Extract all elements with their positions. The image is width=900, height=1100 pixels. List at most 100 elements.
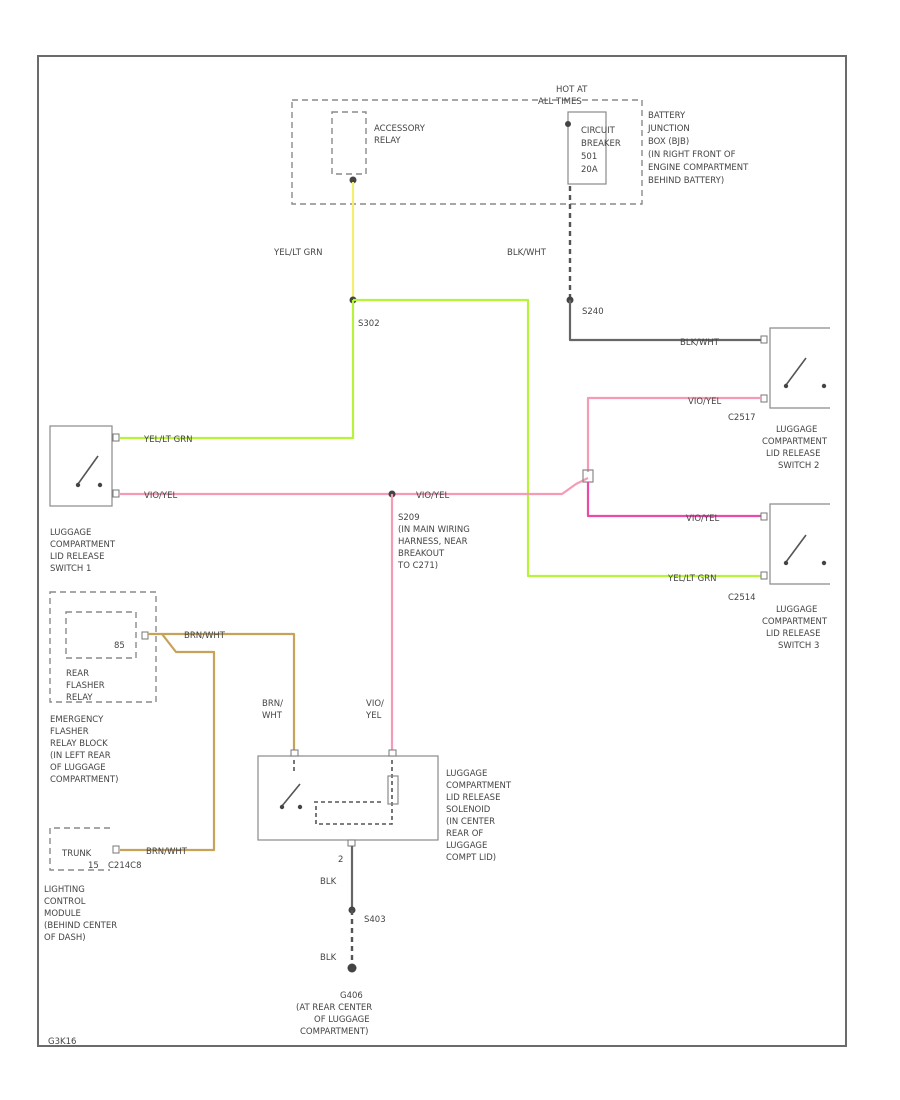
conn-c2517: C2517 (728, 413, 756, 423)
splice-s240-label: S240 (582, 307, 604, 317)
lcm-box (49, 827, 110, 871)
switch2-blade (785, 357, 807, 386)
solenoid-contact-a (279, 804, 285, 810)
switch2-terminal-top (760, 335, 768, 344)
solenoid-line2: COMPARTMENT (446, 781, 512, 791)
ground-line1: G406 (340, 991, 363, 1001)
ground-line2: (AT REAR CENTER (296, 1003, 372, 1013)
wire-label-brn-wht-relay: BRN/WHT (184, 631, 226, 641)
circuit-breaker-line3: 501 (581, 152, 597, 162)
rear-flasher-line3: RELAY (66, 693, 93, 703)
solenoid-line4: SOLENOID (446, 805, 491, 815)
switch2-box (769, 327, 830, 409)
hot-at-line1: HOT AT (556, 85, 588, 95)
circuit-breaker-line4: 20A (581, 165, 598, 175)
switch2-line4: SWITCH 2 (778, 461, 819, 471)
bjb-line2: JUNCTION (647, 124, 690, 134)
bjb-line6: BEHIND BATTERY) (648, 176, 724, 186)
wire-label-vio-yel-sw3: VIO/YEL (686, 514, 719, 524)
wire-label-blk-wht-sw2: BLK/WHT (680, 338, 720, 348)
wire-label-brn-left-2: WHT (262, 711, 283, 721)
wire-label-brn-wht-lcm: BRN/WHT (146, 847, 188, 857)
switch3-line2: COMPARTMENT (762, 617, 828, 627)
rear-flasher-relay-box (65, 611, 137, 659)
switch1-line4: SWITCH 1 (50, 564, 91, 574)
lcm-line1: LIGHTING (44, 885, 85, 895)
wire-brn-wht-relay (148, 632, 296, 756)
rear-flasher-line2: FLASHER (66, 681, 105, 691)
emergency-line1: EMERGENCY (50, 715, 104, 725)
ground-line3: OF LUGGAGE (314, 1015, 370, 1025)
accessory-relay-line1: ACCESSORY (374, 124, 426, 134)
switch2-contact-a (783, 383, 789, 389)
solenoid-line8: COMPT LID) (446, 853, 496, 863)
diagram-frame (37, 55, 847, 1047)
bjb-line5: ENGINE COMPARTMENT (648, 163, 749, 173)
s209-line4: BREAKOUT (398, 549, 445, 559)
wire-label-yel-ltgrn-sw1: YEL/LT GRN (143, 435, 192, 445)
splice-s302-label: S302 (358, 319, 380, 329)
lcm-line3: MODULE (44, 909, 81, 919)
switch3-box (769, 503, 830, 585)
lcm-trunk: TRUNK (61, 849, 92, 859)
solenoid-switch-blade (281, 783, 301, 807)
emergency-line4: (IN LEFT REAR (50, 751, 111, 761)
relay-pin-terminal (141, 631, 149, 640)
solenoid-coil (387, 775, 399, 805)
lcm-line4: (BEHIND CENTER (44, 921, 117, 931)
splice-s403-label: S403 (364, 915, 386, 925)
circuit-breaker-line1: CIRCUIT (581, 126, 616, 136)
solenoid-line5: (IN CENTER (446, 817, 495, 827)
switch3-contact-b (821, 560, 827, 566)
bjb-line1: BATTERY (648, 111, 686, 121)
solenoid-terminal-right (388, 749, 397, 757)
wire-vio-yel-switch2 (586, 396, 762, 472)
switch3-blade (785, 534, 807, 563)
wire-label-vio-left-1: VIO/ (366, 699, 384, 709)
switch1-terminal-bottom (112, 489, 120, 498)
switch3-contact-a (783, 560, 789, 566)
ground-line4: COMPARTMENT) (300, 1027, 368, 1037)
relay-pin-85: 85 (114, 641, 125, 651)
wire-label-vio-yel-sw1: VIO/YEL (144, 491, 177, 501)
pin-2-label: 2 (338, 855, 343, 865)
circuit-breaker-line2: BREAKER (581, 139, 621, 149)
switch1-contact-a (75, 482, 81, 488)
bjb-line3: BOX (BJB) (648, 137, 689, 147)
s209-line1: S209 (398, 513, 420, 523)
solenoid-line3: LID RELEASE (446, 793, 500, 803)
switch1-line3: LID RELEASE (50, 552, 104, 562)
wire-label-brn-left-1: BRN/ (262, 699, 283, 709)
wire-label-blk-wht-top: BLK/WHT (507, 248, 547, 258)
s209-line3: HARNESS, NEAR (398, 537, 468, 547)
solenoid-line1: LUGGAGE (446, 769, 487, 779)
wire-label-vio-left-2: YEL (365, 711, 382, 721)
switch1-line2: COMPARTMENT (50, 540, 116, 550)
wire-label-yel-ltgrn-sw3: YEL/LT GRN (667, 574, 716, 584)
emergency-line6: COMPARTMENT) (50, 775, 118, 785)
switch2-contact-b (821, 383, 827, 389)
solenoid-terminal-bottom (347, 839, 356, 847)
wire-vio-yel-main (120, 477, 589, 496)
accessory-relay-box (331, 111, 367, 175)
emergency-line2: FLASHER (50, 727, 89, 737)
emergency-line3: RELAY BLOCK (50, 739, 108, 749)
solenoid-line6: REAR OF (446, 829, 483, 839)
solenoid-line7: LUGGAGE (446, 841, 487, 851)
s209-line2: (IN MAIN WIRING (398, 525, 470, 535)
hot-at-line2: ALL TIMES (538, 97, 582, 107)
switch1-line1: LUGGAGE (50, 528, 91, 538)
accessory-relay-line2: RELAY (374, 136, 401, 146)
switch1-box (49, 425, 113, 507)
solenoid-box (257, 755, 439, 841)
crossover-ring (582, 469, 594, 483)
wire-vio-yel-switch3 (586, 482, 762, 518)
switch2-line1: LUGGAGE (776, 425, 817, 435)
switch2-line2: COMPARTMENT (762, 437, 828, 447)
wire-label-vio-yel-mid: VIO/YEL (416, 491, 449, 501)
emergency-line5: OF LUGGAGE (50, 763, 106, 773)
wire-label-vio-yel-sw2: VIO/YEL (688, 397, 721, 407)
bjb-line4: (IN RIGHT FRONT OF (648, 150, 736, 160)
